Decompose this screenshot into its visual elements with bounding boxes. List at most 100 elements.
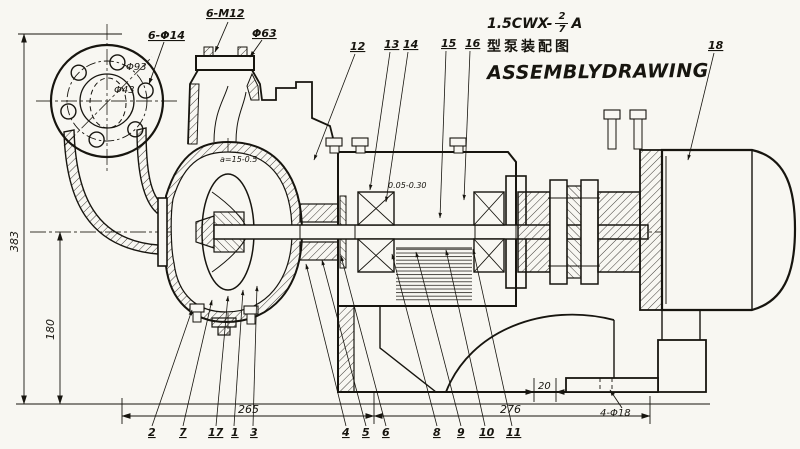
dim-flange-holes-label: 6-Φ14 [148, 29, 185, 42]
leader-7 [182, 299, 213, 427]
motor-foot [657, 339, 707, 393]
title-chinese: 型泵装配图 [487, 39, 572, 55]
dim-20-label: 20 [538, 381, 551, 392]
leader-63 [249, 39, 263, 58]
flange-outer-circle [49, 43, 165, 159]
discharge-stud [237, 46, 248, 57]
drain-plug-flange [211, 317, 237, 328]
bolt [351, 137, 369, 154]
leader-9 [415, 251, 462, 427]
bracket-web-line [379, 306, 437, 393]
part-number-14: 14 [403, 38, 418, 51]
part-number-5: 5 [362, 426, 370, 439]
bolt [449, 137, 467, 154]
pump-model: 1.5CWX- 2 7 A [487, 12, 709, 35]
bolt [243, 305, 259, 325]
title-block: 1.5CWX- 2 7 A 型泵装配图 ASSEMBLYDRAWING [486, 12, 709, 85]
part-number-8: 8 [433, 426, 441, 439]
leader-3 [252, 285, 259, 427]
dim-93-label: Φ93 [126, 62, 147, 73]
model-suffix: A [571, 15, 583, 32]
flange-diagonal-centerline [63, 56, 153, 147]
part-number-18: 18 [708, 39, 724, 52]
coupling-motor-hub [597, 191, 641, 273]
bolt [325, 137, 343, 154]
discharge-passage-line [235, 91, 247, 143]
coupling-elastic-element [566, 185, 582, 279]
leader-18 [687, 52, 715, 161]
bearing-right [473, 191, 505, 273]
elbow-inner-wall [136, 127, 166, 214]
leader-15 [438, 50, 447, 219]
leader-1 [233, 289, 245, 427]
dim-6m12-label: 6-M12 [206, 7, 245, 20]
dim-276-label: 276 [500, 403, 521, 416]
suction-mouth [157, 197, 168, 267]
packing-gland-top [299, 203, 339, 223]
casing-wall-hatch-left [187, 83, 200, 145]
suction-flange [49, 43, 165, 159]
bolt-hole [109, 54, 126, 71]
part-number-3: 3 [250, 426, 258, 439]
casing-wall-hatch-right [246, 72, 260, 101]
base-bracket [211, 305, 659, 393]
leader-14 [385, 51, 409, 203]
note-a-label: a=15-0.5 [220, 155, 257, 164]
part-number-16: 16 [465, 37, 481, 50]
note-tolerance-label: 0.05-0.30 [388, 181, 427, 190]
dimension-labels: 383 180 265 276 20 4-Φ18 6-M12 Φ63 6-Φ14… [8, 7, 631, 419]
discharge-stud [203, 46, 214, 57]
flange-bore-hidden [89, 77, 127, 129]
leader-13 [369, 51, 391, 191]
part-number-1: 1 [231, 426, 239, 439]
coupling-flange-left [549, 179, 568, 285]
part-number-13: 13 [384, 38, 400, 51]
part-number-6: 6 [382, 426, 390, 439]
bolts [189, 109, 647, 325]
leader-10 [445, 249, 486, 427]
motor-mount-flange [639, 149, 663, 311]
model-fraction-numerator: 2 [555, 12, 569, 24]
dim-418-label: 4-Φ18 [600, 408, 631, 419]
part-number-7: 7 [179, 426, 187, 439]
model-fraction-denominator: 7 [558, 24, 566, 35]
leader-5 [321, 259, 367, 427]
discharge-passage-line [213, 85, 229, 143]
part-number-12: 12 [350, 40, 366, 53]
title-english: ASSEMBLYDRAWING [486, 59, 709, 85]
part-numbers: 12 13 14 15 16 18 2 7 17 1 3 4 5 6 8 9 1… [148, 37, 724, 439]
packing-gland-bottom [299, 241, 339, 261]
leader-6 [340, 255, 387, 427]
bearing-cross [473, 191, 505, 273]
leader-11 [472, 248, 513, 427]
suction-elbow [63, 127, 166, 255]
motor-body [660, 148, 797, 312]
part-number-9: 9 [457, 426, 465, 439]
coupling [517, 179, 641, 285]
flange-bolt-circle [66, 60, 148, 142]
dim-63-label: Φ63 [252, 27, 277, 40]
motor [639, 148, 797, 393]
bolt-hole [70, 64, 87, 81]
bracket-arch [445, 313, 615, 393]
coupling-flange-right [580, 179, 599, 285]
leader-418 [609, 389, 623, 409]
bolt [189, 303, 205, 323]
oil-sump [396, 248, 472, 302]
dim-383-label: 383 [8, 231, 21, 252]
dim-265-label: 265 [238, 403, 259, 416]
model-prefix: 1.5CWX- [487, 15, 553, 32]
drain-plug [211, 317, 237, 336]
part-number-17: 17 [208, 426, 224, 439]
part-number-2: 2 [148, 426, 156, 439]
casing-right-edge [251, 69, 337, 151]
leader-12 [313, 53, 356, 161]
leader-17 [215, 295, 230, 427]
stud-bolt [629, 109, 647, 150]
leader-2 [151, 309, 193, 427]
leader-16 [462, 50, 471, 201]
leader-8 [391, 253, 438, 427]
bolt-hole [137, 82, 154, 99]
dimension-lines [16, 21, 710, 424]
